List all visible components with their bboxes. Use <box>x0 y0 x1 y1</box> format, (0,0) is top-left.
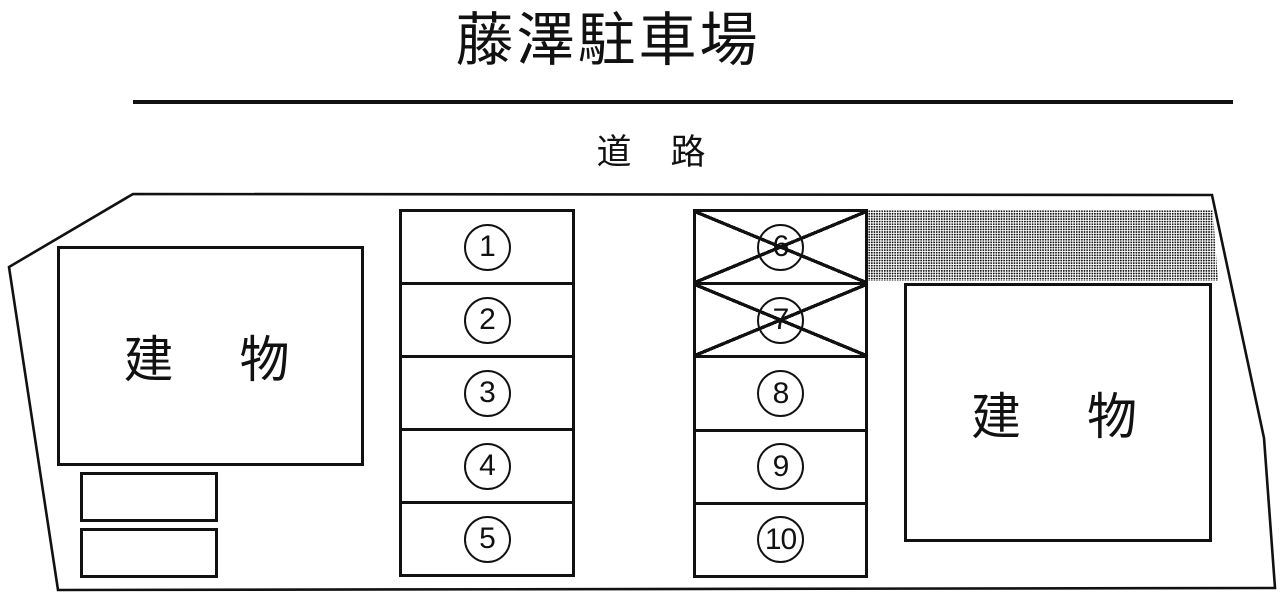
stall-column-2: 6 7 8 9 10 <box>693 209 868 578</box>
parking-space-8: 8 <box>696 355 865 428</box>
parking-space-5: 5 <box>402 501 572 574</box>
space-number-circle: 2 <box>463 296 511 344</box>
space-number-circle: 8 <box>757 370 804 417</box>
space-number-circle: 1 <box>463 223 511 271</box>
parking-space-9: 9 <box>696 428 865 502</box>
title-underline <box>133 100 1233 104</box>
space-number-circle: 10 <box>757 516 804 564</box>
page-title: 藤澤駐車場 <box>455 8 761 73</box>
parking-space-3: 3 <box>402 355 572 428</box>
annex-box-2 <box>80 528 218 578</box>
space-number-circle: 9 <box>757 443 804 491</box>
building-right-label: 建 物 <box>971 388 1145 445</box>
hatched-area <box>868 210 1218 281</box>
road-label: 道 路 <box>596 133 708 172</box>
annex-box-1 <box>80 472 218 522</box>
parking-space-6: 6 <box>696 212 865 283</box>
space-number-circle: 5 <box>463 515 511 563</box>
parking-space-10: 10 <box>696 501 865 575</box>
parking-space-1: 1 <box>402 212 572 282</box>
parking-space-7: 7 <box>696 282 865 356</box>
space-number-circle: 7 <box>757 296 804 344</box>
parking-space-2: 2 <box>402 282 572 355</box>
parking-space-4: 4 <box>402 428 572 501</box>
space-number-circle: 6 <box>757 223 804 271</box>
building-left-label: 建 物 <box>123 332 298 388</box>
stall-column-1: 1 2 3 4 5 <box>399 209 575 577</box>
building-left: 建 物 <box>57 246 364 466</box>
building-right: 建 物 <box>904 283 1212 542</box>
space-number-circle: 4 <box>463 442 511 490</box>
space-number-circle: 3 <box>463 369 511 417</box>
